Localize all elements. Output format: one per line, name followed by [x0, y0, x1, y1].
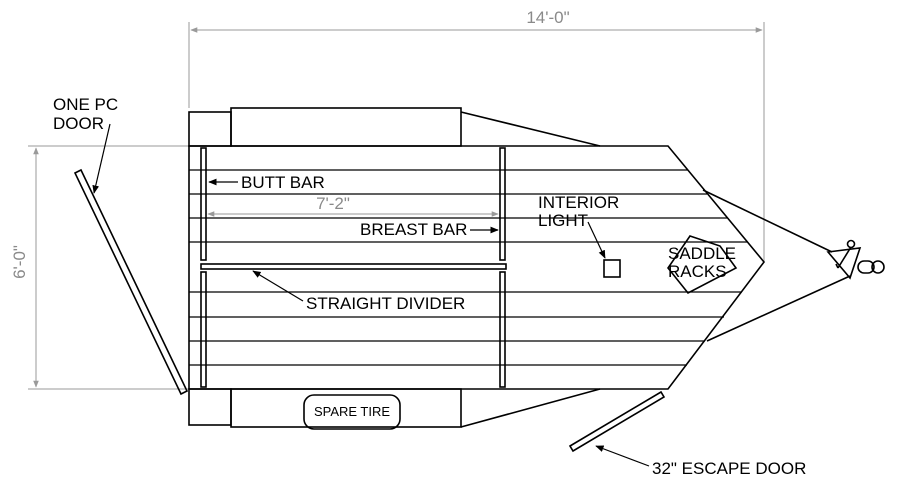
callout-escape-door: 32" ESCAPE DOOR: [595, 445, 806, 478]
spare-tire: [303, 394, 401, 430]
tongue-bottom: [706, 275, 851, 342]
spare-tire-label: SPARE TIRE: [314, 404, 390, 419]
fender-top: [230, 107, 462, 147]
saddle-racks: [667, 235, 738, 295]
breast-bar-bottom: [499, 271, 506, 388]
straight-divider: [200, 263, 507, 270]
one-pc-door-label-line1: ONE PC: [53, 95, 118, 114]
one-pc-door: [73, 168, 189, 396]
breast-bar-label: BREAST BAR: [360, 220, 467, 239]
nose-line-top: [460, 111, 601, 147]
butt-bar-top: [200, 147, 207, 261]
tongue-top: [702, 189, 833, 253]
interior-dimension-text: 7'-2": [316, 194, 350, 213]
width-dimension: 6'-0": [10, 145, 189, 390]
interior-dimension: 7'-2": [207, 194, 499, 217]
saddle-racks-label-line1: SADDLE: [668, 244, 736, 263]
escape-door-label: 32" ESCAPE DOOR: [652, 459, 806, 478]
length-dimension-text: 14'-0": [526, 8, 569, 27]
callout-straight-divider: STRAIGHT DIVIDER: [252, 270, 465, 313]
butt-bar-bottom: [200, 271, 207, 388]
floor-outline: [188, 145, 766, 390]
coupler: [857, 260, 875, 274]
straight-divider-label: STRAIGHT DIVIDER: [306, 294, 465, 313]
hitch-ball: [871, 260, 885, 274]
callout-saddle-racks: SADDLE RACKS: [668, 244, 736, 281]
interior-light-label-line1: INTERIOR: [538, 193, 619, 212]
escape-door: [568, 390, 666, 453]
hitch-assembly: [702, 189, 885, 342]
bars: [200, 147, 506, 388]
one-pc-door-label-line2: DOOR: [53, 114, 104, 133]
nose-line-bottom: [460, 388, 601, 428]
callout-one-pc-door: ONE PC DOOR: [53, 95, 118, 194]
butt-bar-label: BUTT BAR: [241, 173, 325, 192]
interior-light-label-line2: LIGHT: [538, 211, 588, 230]
rear-corner-top: [188, 111, 232, 147]
callout-interior-light: INTERIOR LIGHT: [538, 193, 619, 259]
saddle-racks-label-line2: RACKS: [668, 262, 727, 281]
breast-bar-top: [499, 147, 506, 261]
callout-breast-bar: BREAST BAR: [360, 220, 499, 239]
rear-corner-bottom: [188, 388, 232, 426]
length-dimension: 14'-0": [188, 8, 765, 262]
interior-light: [603, 259, 621, 278]
trailer-body: [188, 107, 766, 428]
width-dimension-text: 6'-0": [10, 245, 29, 279]
hitch-plate: [826, 247, 862, 280]
jack-handle: [846, 239, 856, 249]
callout-butt-bar: BUTT BAR: [208, 173, 325, 192]
floor-slats: [189, 169, 747, 366]
